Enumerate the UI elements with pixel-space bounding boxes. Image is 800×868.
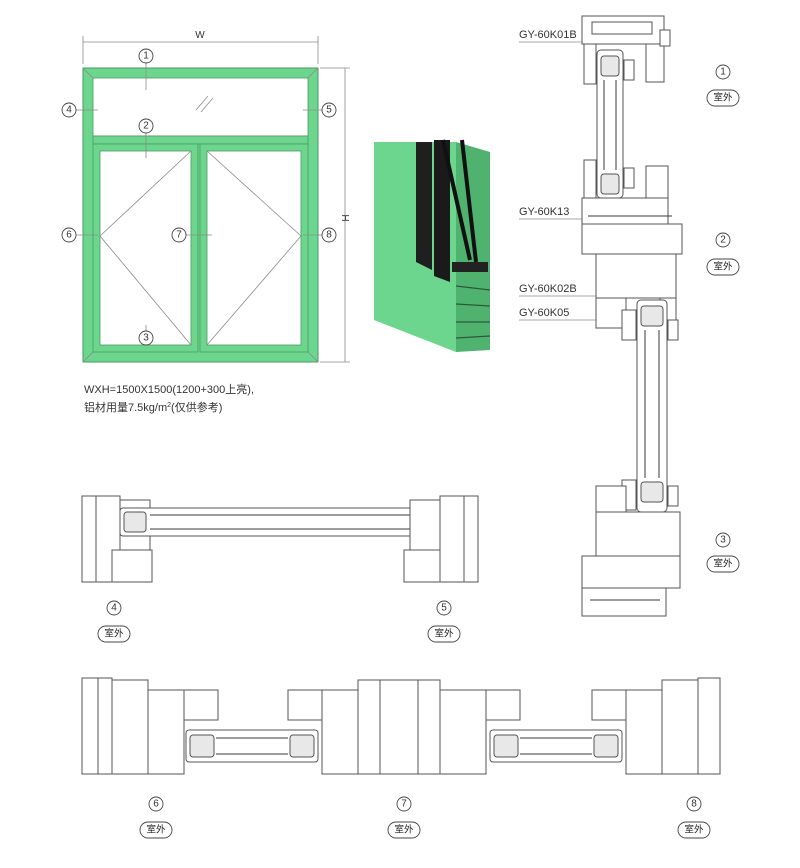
section-number-circle bbox=[436, 600, 452, 616]
exterior-label: 室外 bbox=[394, 824, 414, 836]
exterior-label: 室外 bbox=[434, 628, 454, 640]
height-dimension-label: H bbox=[339, 214, 350, 221]
code-gy60k13: GY-60K13 bbox=[519, 206, 569, 218]
section-45-glass bbox=[119, 507, 441, 537]
elevation-marker-7: 7 bbox=[171, 227, 187, 243]
transom-glass bbox=[92, 77, 309, 137]
section-tags: 1 室外 2 室外 3 室外 4 室外 5 室外 6 室外 7 室外 8 室外 bbox=[97, 64, 740, 839]
width-dimension-label: W bbox=[195, 30, 205, 41]
section-number: 5 bbox=[441, 603, 447, 614]
section-tag-2: 2 室外 bbox=[706, 232, 740, 276]
exterior-label: 室外 bbox=[146, 824, 166, 836]
elevation-marker-1: 1 bbox=[138, 48, 154, 64]
section-number-circle bbox=[106, 600, 122, 616]
elevation-marker-8: 8 bbox=[321, 227, 337, 243]
svg-text:8: 8 bbox=[326, 230, 332, 241]
section-tag-3: 3 室外 bbox=[706, 532, 740, 573]
code-gy60k02b: GY-60K02B bbox=[519, 283, 577, 295]
section-tag-8: 8 室外 bbox=[677, 796, 711, 839]
section-number-circle bbox=[715, 532, 731, 548]
exterior-label: 室外 bbox=[713, 558, 733, 570]
exterior-label: 室外 bbox=[104, 628, 124, 640]
exterior-pill bbox=[706, 555, 740, 573]
section-tag-4: 4 室外 bbox=[97, 600, 131, 643]
transom-bar bbox=[92, 135, 309, 145]
spec-line-2-main: 铝材用量7.5kg/m bbox=[84, 400, 167, 414]
spec-line-2: 铝材用量7.5kg/m2(仅供参考) bbox=[84, 400, 222, 414]
lower-glass-unit bbox=[636, 299, 668, 513]
left-sash-glass bbox=[99, 150, 192, 346]
section-number: 8 bbox=[691, 799, 697, 810]
sill-frame bbox=[581, 587, 667, 617]
exterior-label: 室外 bbox=[684, 824, 704, 836]
code-gy60k01b: GY-60K01B bbox=[519, 29, 577, 41]
svg-text:5: 5 bbox=[326, 105, 332, 116]
render-glass-edge bbox=[434, 140, 450, 282]
elevation-marker-6: 6 bbox=[61, 227, 77, 243]
svg-text:7: 7 bbox=[176, 230, 182, 241]
render-glazing-2 bbox=[460, 139, 478, 263]
window-frame bbox=[82, 67, 319, 363]
section-number: 4 bbox=[111, 603, 117, 614]
window-elevation: W H bbox=[76, 30, 350, 363]
section-number: 6 bbox=[153, 799, 159, 810]
exterior-pill bbox=[706, 89, 740, 107]
horizontal-section-6-7-8 bbox=[81, 677, 721, 775]
section-number-circle bbox=[148, 796, 164, 812]
mullion-section bbox=[379, 679, 419, 775]
exterior-pill bbox=[387, 821, 421, 839]
elevation-markers: 1 2 3 4 5 6 7 8 bbox=[61, 48, 337, 346]
exterior-pill bbox=[427, 625, 461, 643]
profile-code-labels: GY-60K01B GY-60K13 GY-60K02B GY-60K05 bbox=[519, 29, 597, 321]
section-tag-6: 6 室外 bbox=[139, 796, 173, 839]
exterior-pill bbox=[139, 821, 173, 839]
section-tag-7: 7 室外 bbox=[387, 796, 421, 839]
elevation-marker-4: 4 bbox=[61, 102, 77, 118]
section-number: 2 bbox=[720, 235, 726, 246]
exterior-label: 室外 bbox=[713, 261, 733, 273]
vertical-section bbox=[581, 15, 683, 617]
section-number: 1 bbox=[720, 67, 726, 78]
svg-text:6: 6 bbox=[66, 230, 72, 241]
render-inner-slot bbox=[416, 142, 432, 270]
render-bead bbox=[452, 262, 488, 272]
profile-3d-render bbox=[374, 139, 491, 352]
exterior-label: 室外 bbox=[713, 92, 733, 104]
exterior-pill bbox=[677, 821, 711, 839]
section-tag-1: 1 室外 bbox=[706, 64, 740, 107]
svg-text:3: 3 bbox=[143, 333, 149, 344]
right-sash-glass bbox=[206, 150, 302, 346]
elevation-marker-5: 5 bbox=[321, 102, 337, 118]
spec-line-1: WXH=1500X1500(1200+300上亮), bbox=[84, 382, 254, 396]
code-gy60k05: GY-60K05 bbox=[519, 307, 569, 319]
spec-line-2-sup: 2 bbox=[167, 402, 171, 409]
section-number-circle bbox=[686, 796, 702, 812]
horizontal-section-4-5 bbox=[81, 495, 479, 583]
section-number-circle bbox=[715, 64, 731, 80]
section-number-circle bbox=[396, 796, 412, 812]
svg-text:2: 2 bbox=[143, 121, 149, 132]
exterior-pill bbox=[706, 258, 740, 276]
elevation-marker-3: 3 bbox=[138, 330, 154, 346]
spec-note: WXH=1500X1500(1200+300上亮), 铝材用量7.5kg/m2(… bbox=[84, 382, 254, 414]
svg-text:4: 4 bbox=[66, 105, 72, 116]
elevation-marker-2: 2 bbox=[138, 118, 154, 134]
section-number-circle bbox=[715, 232, 731, 248]
section-number: 3 bbox=[720, 535, 726, 546]
section-tag-5: 5 室外 bbox=[427, 600, 461, 643]
section-number: 7 bbox=[401, 799, 407, 810]
svg-text:1: 1 bbox=[143, 51, 149, 62]
transom-section bbox=[581, 197, 669, 225]
spec-line-2-tail: (仅供参考) bbox=[171, 400, 222, 414]
render-glazing-1 bbox=[441, 139, 472, 261]
exterior-pill bbox=[97, 625, 131, 643]
